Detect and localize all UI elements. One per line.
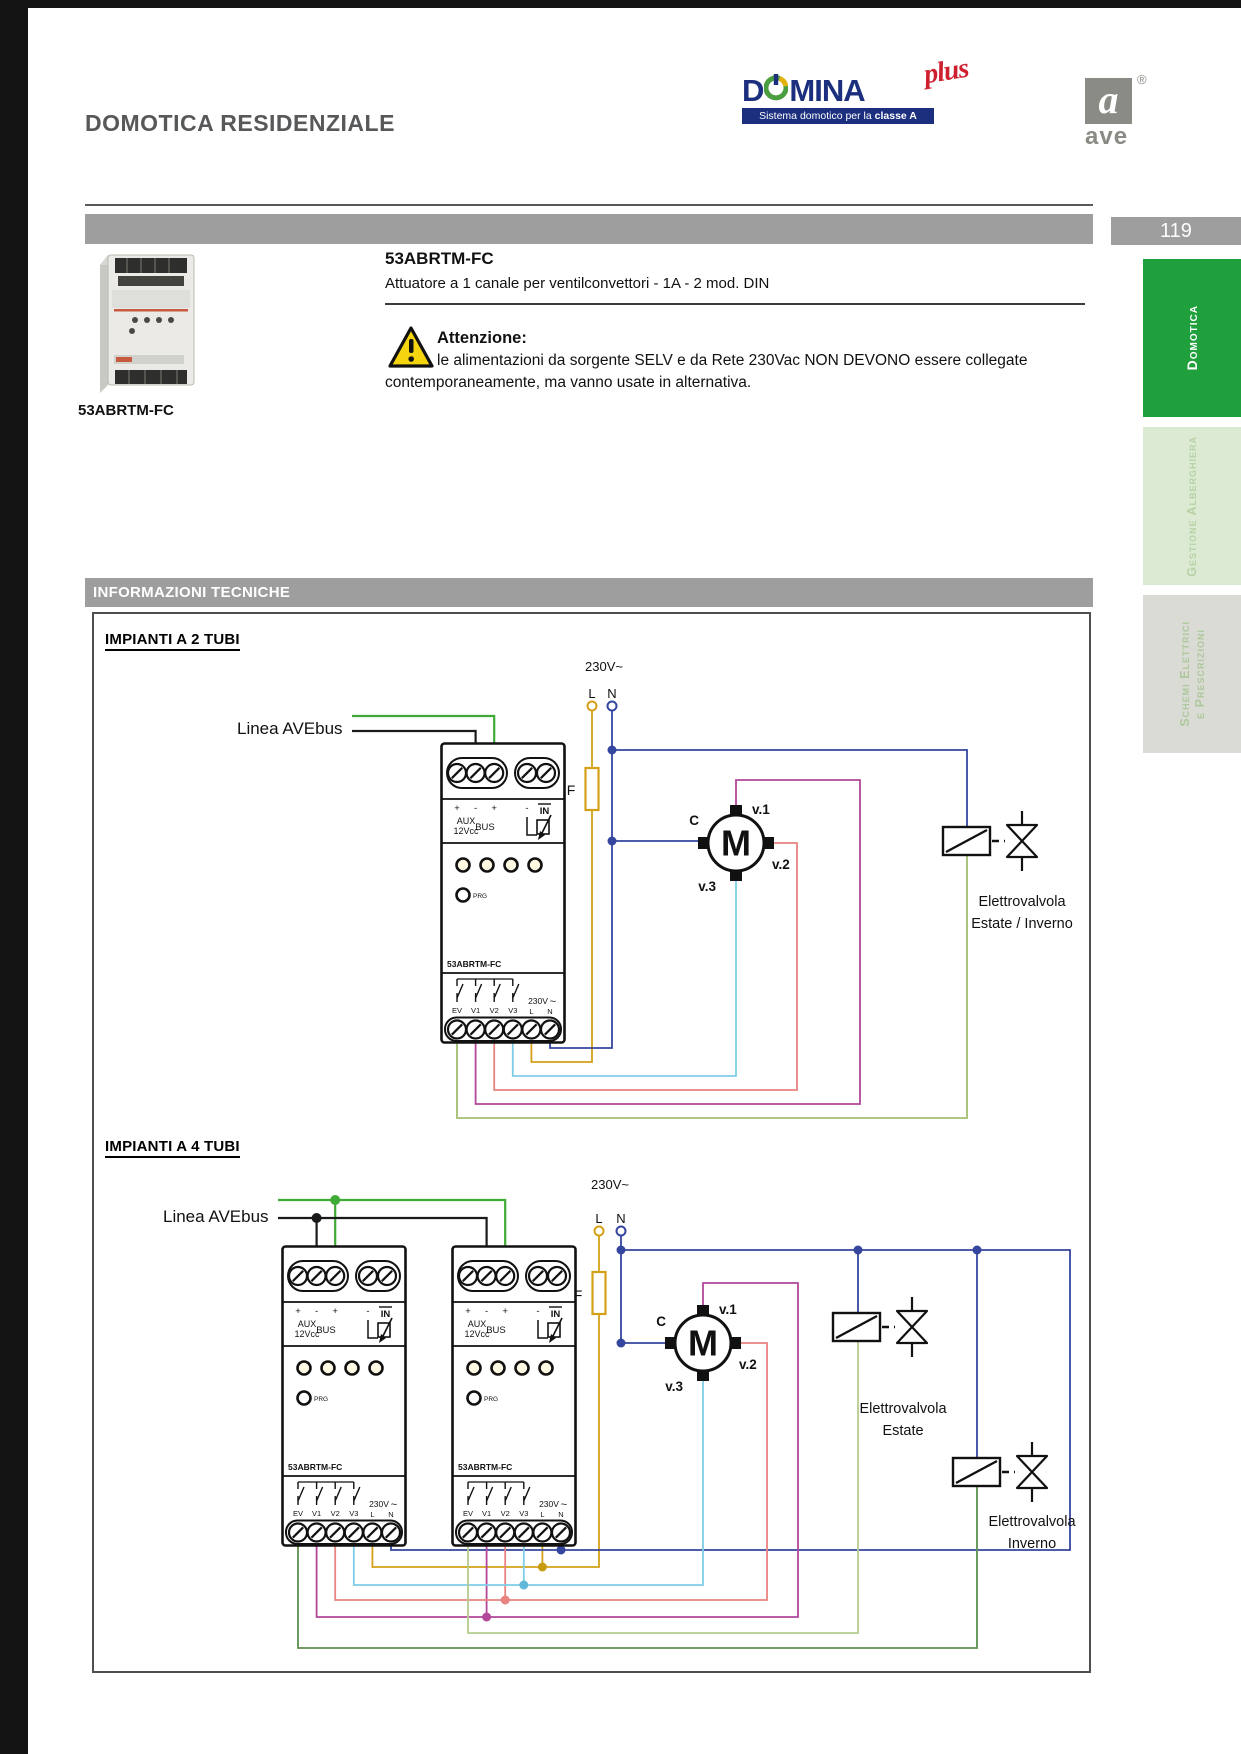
- diagram2-title: IMPIANTI A 4 TUBI: [105, 1138, 240, 1158]
- junction-dot: [482, 1612, 492, 1622]
- fuse-symbol: [584, 766, 600, 812]
- l-terminal: [593, 1225, 605, 1237]
- svg-text:v.1: v.1: [752, 802, 770, 817]
- wiring-diagram-2-tubi: M + - + -: [237, 659, 1073, 1119]
- domina-plus-script: plus: [921, 52, 971, 91]
- junction-dot: [853, 1245, 863, 1255]
- wire-v2: [334, 1342, 768, 1601]
- wire-v3: [511, 881, 737, 1077]
- valve-coil-inverno: [951, 1456, 1002, 1488]
- ave-logo: a ® ave: [1085, 72, 1147, 150]
- domina-letter-d: D: [742, 72, 764, 108]
- valve-coil-estate: [831, 1311, 882, 1343]
- wiring-diagram-4-tubi: Linea AVEbus 230V~ L N F: [163, 1177, 1076, 1649]
- product-photo: [88, 243, 210, 403]
- sidebar-tab-gestione-alberghiera[interactable]: Gestione Alberghiera: [1143, 427, 1241, 585]
- scan-border-left: [0, 0, 28, 1754]
- valve-inverno-label: Inverno: [1008, 1536, 1056, 1552]
- valve-inverno: [1015, 1440, 1049, 1504]
- warning-title: Attenzione:: [437, 329, 527, 347]
- actuator-module-b: [452, 1247, 576, 1546]
- page-number: 119: [1111, 217, 1241, 245]
- svg-text:C: C: [689, 813, 699, 828]
- product-code: 53ABRTM-FC: [385, 249, 494, 268]
- product-description: Attuatore a 1 canale per ventilconvettor…: [385, 275, 770, 292]
- warning-icon: [387, 325, 435, 375]
- voltage-label: 230V~: [585, 659, 623, 674]
- junction-dot: [616, 1245, 626, 1255]
- l-label: L: [595, 1211, 602, 1226]
- wire-ev: [456, 855, 968, 1119]
- wire-v2: [493, 842, 798, 1091]
- wire-ev-estate: [467, 1341, 859, 1634]
- line-n-branch-valve: [612, 749, 968, 827]
- svg-text:v.3: v.3: [698, 879, 716, 894]
- valve-label: Estate / Inverno: [971, 916, 1073, 932]
- n-terminal: [606, 700, 618, 712]
- svg-text:v.2: v.2: [772, 857, 790, 872]
- junction-dot: [972, 1245, 982, 1255]
- avebus-label: Linea AVEbus: [237, 719, 343, 738]
- wire-v3: [352, 1381, 704, 1586]
- svg-text:v.1: v.1: [719, 1302, 737, 1317]
- header-gray-band: [85, 214, 1093, 244]
- domina-logo: D MINA plus Sistema domotico per la class…: [742, 53, 970, 124]
- junction-dot: [607, 836, 617, 846]
- ave-name: ave: [1085, 123, 1129, 150]
- line-l-wire: [530, 810, 593, 1063]
- junction-dot: [556, 1545, 566, 1555]
- ave-mark: a: [1085, 78, 1132, 124]
- valve-coil: [941, 825, 992, 857]
- junction-dot: [330, 1195, 341, 1205]
- l-terminal: [586, 700, 598, 712]
- scan-border-top: [0, 0, 1241, 8]
- valve-inverno-label: Elettrovalvola: [988, 1514, 1076, 1530]
- tech-info-header: INFORMAZIONI TECNICHE: [85, 578, 1093, 607]
- n-terminal: [615, 1225, 627, 1237]
- junction-dot: [500, 1595, 510, 1605]
- n-label: N: [616, 1211, 625, 1226]
- junction-dot: [537, 1562, 547, 1572]
- warning-text-line1: le alimentazioni da sorgente SELV e da R…: [437, 352, 1028, 369]
- voltage-label: 230V~: [591, 1177, 629, 1192]
- valve-estate-label: Estate: [882, 1423, 923, 1439]
- wire-v1: [315, 1282, 799, 1618]
- domina-tagline: Sistema domotico per la classe A: [742, 108, 934, 124]
- n-label: N: [607, 686, 616, 701]
- warning-text-line2: contemporaneamente, ma vanno usate in al…: [385, 374, 752, 391]
- sidebar-tab-domotica[interactable]: Domotica: [1143, 259, 1241, 417]
- valve-estate: [895, 1295, 929, 1359]
- valve-estate-label: Elettrovalvola: [859, 1401, 947, 1417]
- wire-v1: [474, 779, 861, 1105]
- valve: [1005, 809, 1039, 873]
- avebus-label: Linea AVEbus: [163, 1207, 269, 1226]
- valve-label: Elettrovalvola: [978, 894, 1066, 910]
- junction-dot: [607, 745, 617, 755]
- junction-dot: [519, 1580, 529, 1590]
- product-photo-caption: 53ABRTM-FC: [78, 402, 174, 419]
- actuator-module-a: [282, 1247, 406, 1546]
- svg-text:v.2: v.2: [739, 1357, 757, 1372]
- wire-ev-inverno: [297, 1486, 978, 1649]
- fuse-label: F: [567, 782, 576, 798]
- l-label: L: [588, 686, 595, 701]
- svg-text:C: C: [656, 1314, 666, 1329]
- actuator-module-1: [441, 744, 565, 1043]
- svg-text:v.3: v.3: [665, 1379, 683, 1394]
- product-rule: [385, 303, 1085, 305]
- page-title: DOMOTICA RESIDENZIALE: [85, 110, 395, 136]
- registered-icon: ®: [1137, 72, 1147, 87]
- junction-dot: [616, 1338, 626, 1348]
- domina-letters-rest: MINA: [789, 72, 865, 108]
- power-icon: [763, 74, 789, 106]
- fuse-label: F: [574, 1287, 583, 1303]
- header-rule: [85, 204, 1093, 206]
- diagram1-title: IMPIANTI A 2 TUBI: [105, 631, 240, 651]
- junction-dot: [311, 1213, 322, 1223]
- fuse-symbol: [591, 1270, 607, 1316]
